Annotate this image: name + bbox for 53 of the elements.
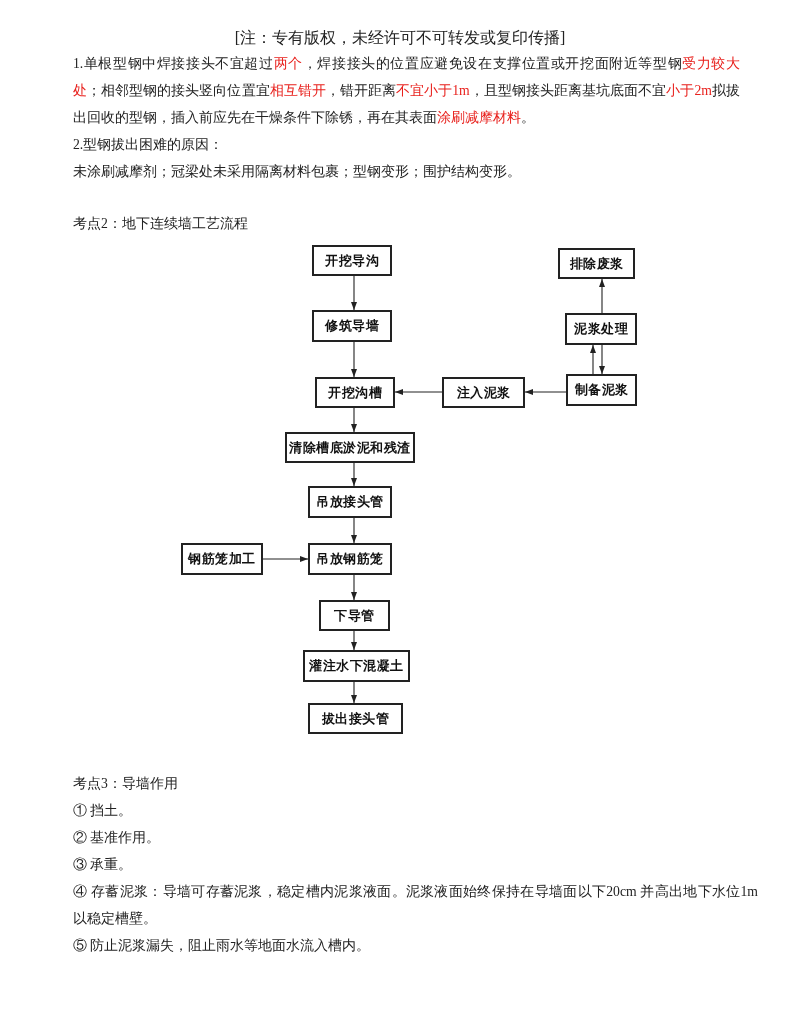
arrow — [351, 574, 357, 601]
step-label: 开挖导沟 — [325, 251, 379, 270]
body-paragraph: 未涂刷减摩剂；冠梁处未采用隔离材料包裹；型钢变形；围护结构变形。 — [73, 164, 521, 179]
step-label: 灌注水下混凝土 — [309, 657, 404, 675]
section-heading: 考点2：地下连续墙工艺流程 — [73, 216, 248, 231]
process-box — [558, 248, 635, 279]
numbered-heading: 2.型钢拔出困难的原因： — [73, 137, 224, 152]
arrow — [599, 278, 605, 314]
arrow — [590, 344, 596, 375]
list-item: ① 挡土。 — [73, 803, 133, 818]
process-box — [308, 703, 403, 734]
process-box — [442, 377, 525, 408]
process-box — [181, 543, 263, 575]
arrow — [351, 630, 357, 651]
process-box — [319, 600, 390, 631]
step-label: 清除槽底淤泥和残渣 — [289, 438, 411, 457]
arrow — [351, 681, 357, 704]
step-label: 下导管 — [334, 606, 375, 625]
arrow — [394, 389, 443, 395]
process-box — [566, 374, 637, 406]
arrow — [524, 389, 567, 395]
step-label: 注入泥浆 — [456, 383, 511, 402]
process-box — [303, 650, 410, 682]
step-label: 开挖沟槽 — [328, 383, 382, 402]
step-label: 吊放接头管 — [316, 493, 384, 511]
step-label: 吊放钢筋笼 — [316, 550, 384, 568]
arrow — [351, 462, 357, 487]
step-label: 拔出接头管 — [321, 709, 390, 728]
list-item: ③ 承重。 — [73, 857, 133, 872]
list-item: ④ 存蓄泥浆：导墙可存蓄泥浆，稳定槽内泥浆液面。泥浆液面始终保持在导墙面以下20cm 并高出地下水位1m 以稳定槽壁。 — [73, 884, 758, 926]
arrow — [262, 556, 309, 562]
list-item: ② 基准作用。 — [73, 830, 161, 845]
step-label: 制备泥浆 — [574, 381, 629, 399]
process-box — [315, 377, 395, 408]
copyright-note: [注：专有版权，未经许可不可转发或复印传播] — [234, 29, 566, 46]
process-box — [285, 432, 415, 463]
step-label: 泥浆处理 — [574, 320, 628, 338]
process-box — [308, 543, 392, 575]
section-heading: 考点3：导墙作用 — [73, 776, 178, 791]
list-item: ⑤ 防止泥浆漏失，阻止雨水等地面水流入槽内。 — [73, 938, 371, 953]
step-label: 钢筋笼加工 — [188, 550, 256, 568]
arrow — [351, 407, 357, 433]
process-box — [312, 310, 392, 342]
process-box — [308, 486, 392, 518]
arrow — [599, 344, 605, 375]
step-label: 排除废浆 — [569, 254, 624, 273]
arrow — [351, 275, 357, 311]
process-box — [565, 313, 637, 345]
arrow — [351, 517, 357, 544]
arrow — [351, 341, 357, 378]
step-label: 修筑导墙 — [325, 317, 379, 335]
body-paragraph: 1.单根型钢中焊接接头不宜超过两个，焊接接头的位置应避免设在支撑位置或开挖面附近等型钢受力较大处；相邻型钢的接头竖向位置宜相互错开，错开距离不宜小于1m，且型钢接头距离基坑底面不宜小于2m拟拔出回收的型钢，插入前应先在干燥条件下除锈，再在其表面涂刷减摩材料。 — [73, 56, 741, 125]
process-box — [312, 245, 392, 276]
